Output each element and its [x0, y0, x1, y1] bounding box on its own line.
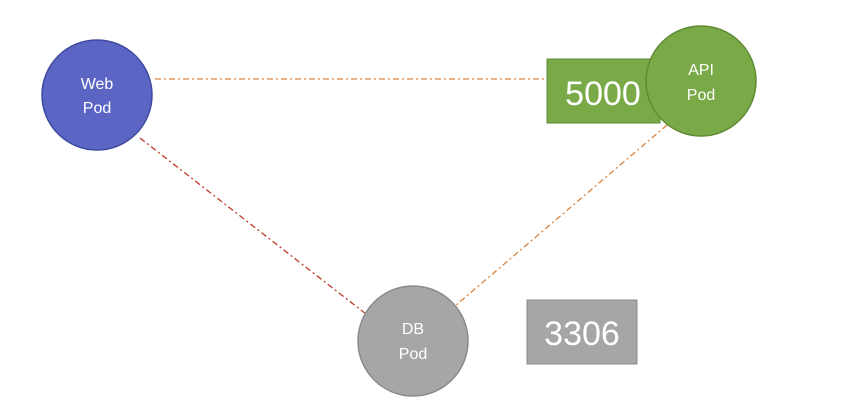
web-pod-label-line1: Web: [81, 76, 114, 93]
web-pod-label-line2: Pod: [83, 100, 111, 117]
connection-api-to-db: [454, 124, 668, 307]
web-pod-circle: [41, 39, 153, 151]
api-pod-circle: [645, 25, 757, 137]
db-pod: DB Pod: [357, 285, 469, 397]
db-port-rect: [526, 299, 638, 365]
db-pod-label-line1: DB: [402, 321, 424, 338]
api-pod: API Pod: [645, 25, 757, 137]
db-pod-circle: [357, 285, 469, 397]
api-port-rect: [546, 58, 661, 124]
api-pod-label-line2: Pod: [687, 87, 715, 104]
api-port-label: 5000: [565, 75, 641, 113]
db-port-label: 3306: [544, 315, 620, 353]
db-port-box: 3306: [526, 299, 638, 365]
api-port-box: 5000: [546, 58, 661, 124]
web-pod: Web Pod: [41, 39, 153, 151]
api-pod-label-line1: API: [688, 62, 714, 79]
connection-web-to-db: [139, 137, 367, 315]
db-pod-label-line2: Pod: [399, 346, 427, 363]
